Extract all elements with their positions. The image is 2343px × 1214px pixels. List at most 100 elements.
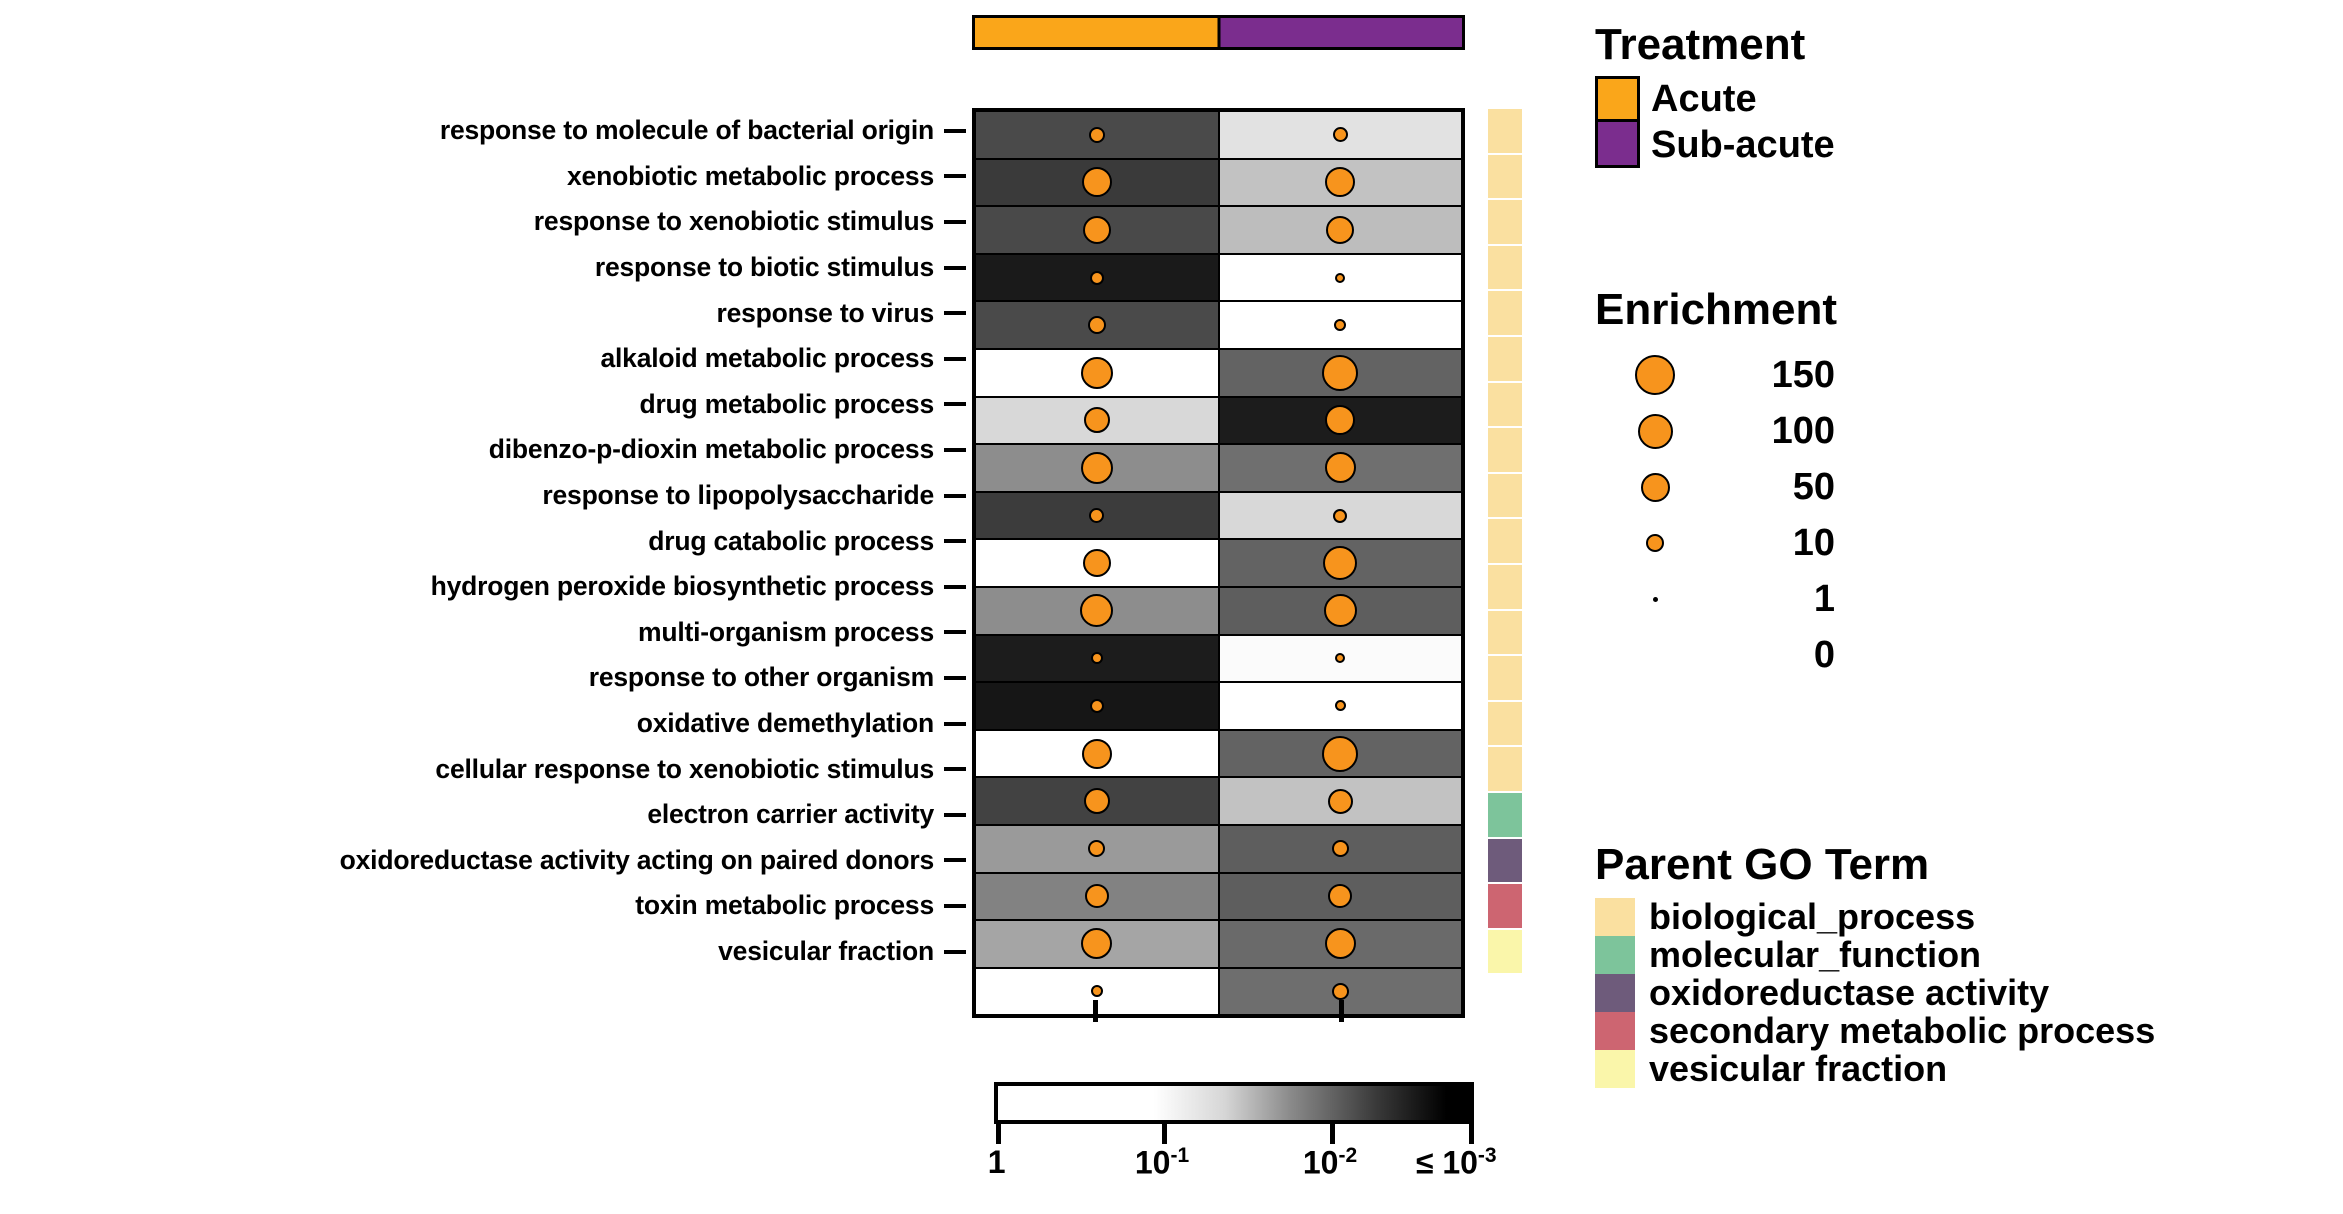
- heatmap-row: [976, 633, 1461, 682]
- heatmap-cell[interactable]: [976, 445, 1218, 491]
- enrichment-legend-title: Enrichment: [1595, 285, 1838, 334]
- pvalue-axis-tick: [1469, 1124, 1474, 1144]
- parent-go-legend-label: secondary metabolic process: [1649, 1010, 2156, 1051]
- row-label: multi-organism process: [637, 616, 934, 647]
- enrichment-legend-item: 100: [1595, 403, 1837, 459]
- enrichment-bubble: [1324, 452, 1356, 484]
- treatment-legend-item[interactable]: Sub-acute: [1595, 122, 1835, 168]
- parent-go-annotation-cell: [1487, 244, 1523, 291]
- heatmap-cell[interactable]: [1217, 445, 1461, 491]
- heatmap-row: [976, 776, 1461, 824]
- treatment-legend-label: Acute: [1651, 77, 1757, 120]
- enrichment-bubble: [1322, 354, 1359, 391]
- enrichment-bubble: [1327, 788, 1353, 814]
- parent-go-annotation-cell: [1487, 928, 1523, 975]
- heatmap-row: [976, 157, 1461, 206]
- heatmap-cell[interactable]: [976, 207, 1218, 253]
- parent-go-legend-item[interactable]: molecular_function: [1595, 934, 2155, 975]
- heatmap-cell[interactable]: [976, 492, 1218, 539]
- heatmap-cell[interactable]: [1217, 873, 1461, 920]
- enrichment-bubble: [1334, 700, 1346, 712]
- heatmap-cell[interactable]: [1217, 302, 1461, 348]
- pvalue-axis-tick-label: ≤ 10-3: [1415, 1144, 1497, 1181]
- row-label: xenobiotic metabolic process: [567, 160, 934, 191]
- heatmap-cell[interactable]: [1217, 778, 1461, 824]
- heatmap-cell[interactable]: [976, 112, 1218, 158]
- heatmap-cell[interactable]: [976, 254, 1218, 301]
- heatmap-cell[interactable]: [976, 159, 1218, 206]
- enrichment-legend-label: 100: [1771, 409, 1835, 452]
- heatmap-cell[interactable]: [976, 730, 1218, 777]
- parent-go-legend-swatch: [1595, 1012, 1635, 1050]
- heatmap-cell[interactable]: [976, 540, 1218, 586]
- parent-go-legend-item[interactable]: oxidoreductase activity: [1595, 972, 2155, 1013]
- heatmap-row: [976, 490, 1461, 539]
- heatmap-cell[interactable]: [1217, 825, 1461, 872]
- enrichment-bubble: [1082, 215, 1111, 244]
- row-axis-tick: [944, 858, 966, 863]
- heatmap-cell[interactable]: [976, 635, 1218, 682]
- row-axis-tick: [944, 174, 966, 179]
- enrichment-legend-dot-cell: [1595, 534, 1715, 552]
- enrichment-legend-item: 0: [1595, 627, 1837, 683]
- row-axis-tick: [944, 220, 966, 224]
- heatmap-cell[interactable]: [1217, 683, 1461, 729]
- row-label: oxidoreductase activity acting on paired…: [339, 844, 935, 875]
- heatmap-row: [976, 538, 1461, 586]
- row-axis-tick: [944, 812, 966, 817]
- parent-go-legend-item[interactable]: secondary metabolic process: [1595, 1010, 2156, 1051]
- enrichment-bubble: [1323, 546, 1358, 581]
- parent-go-legend-item[interactable]: vesicular fraction: [1595, 1048, 2155, 1089]
- heatmap-cell[interactable]: [1217, 540, 1461, 586]
- heatmap-cell[interactable]: [976, 302, 1218, 348]
- treatment-legend-item[interactable]: Acute: [1595, 76, 1835, 122]
- treatment-bar-subacute: [1218, 18, 1462, 47]
- heatmap-cell[interactable]: [976, 349, 1218, 396]
- heatmap-cell[interactable]: [976, 587, 1218, 634]
- pvalue-axis-tick-label: 10-2: [1302, 1144, 1358, 1181]
- heatmap-cell[interactable]: [1217, 635, 1461, 682]
- parent-go-annotation-cell: [1487, 472, 1523, 519]
- enrichment-legend-dot-cell: [1595, 596, 1715, 602]
- enrichment-bubble: [1081, 928, 1113, 960]
- heatmap-row: [976, 585, 1461, 634]
- enrichment-bubble: [1089, 508, 1105, 524]
- row-axis-tick: [944, 311, 966, 316]
- enrichment-bubble: [1084, 884, 1109, 909]
- row-label: drug catabolic process: [648, 525, 934, 556]
- enrichment-bubble: [1081, 167, 1112, 198]
- heatmap-cell[interactable]: [976, 683, 1218, 729]
- parent-go-annotation-cell: [1487, 609, 1523, 656]
- heatmap-cell[interactable]: [976, 825, 1218, 872]
- heatmap-cell[interactable]: [1217, 730, 1461, 777]
- heatmap-cell[interactable]: [1217, 397, 1461, 444]
- enrichment-bubble: [1089, 270, 1104, 285]
- heatmap-cell[interactable]: [976, 873, 1218, 920]
- pvalue-axis-tick-label: 10-1: [1134, 1144, 1190, 1181]
- row-axis-tick: [944, 356, 966, 361]
- enrichment-legend-label: 1: [1813, 577, 1835, 620]
- enrichment-bubble: [1331, 840, 1349, 858]
- parent-go-legend-swatch: [1595, 936, 1635, 974]
- heatmap-cell[interactable]: [1217, 492, 1461, 539]
- heatmap-row: [976, 252, 1461, 301]
- heatmap-cell[interactable]: [1217, 921, 1461, 967]
- heatmap-cell[interactable]: [1217, 112, 1461, 158]
- heatmap-cell[interactable]: [1217, 159, 1461, 206]
- enrichment-legend-item: 150: [1595, 347, 1837, 403]
- parent-go-legend-swatch: [1595, 898, 1635, 936]
- heatmap-cell[interactable]: [1217, 207, 1461, 253]
- enrichment-legend-dot: [1646, 534, 1664, 552]
- heatmap-cell[interactable]: [976, 778, 1218, 824]
- heatmap-cell[interactable]: [976, 397, 1218, 444]
- heatmap-cell[interactable]: [1217, 587, 1461, 634]
- heatmap-cell[interactable]: [1217, 254, 1461, 301]
- heatmap-cell[interactable]: [976, 921, 1218, 967]
- parent-go-annotation-cell: [1487, 108, 1523, 154]
- heatmap-cell[interactable]: [1217, 349, 1461, 396]
- row-label: drug metabolic process: [639, 388, 934, 419]
- parent-go-legend-item[interactable]: biological_process: [1595, 896, 2155, 937]
